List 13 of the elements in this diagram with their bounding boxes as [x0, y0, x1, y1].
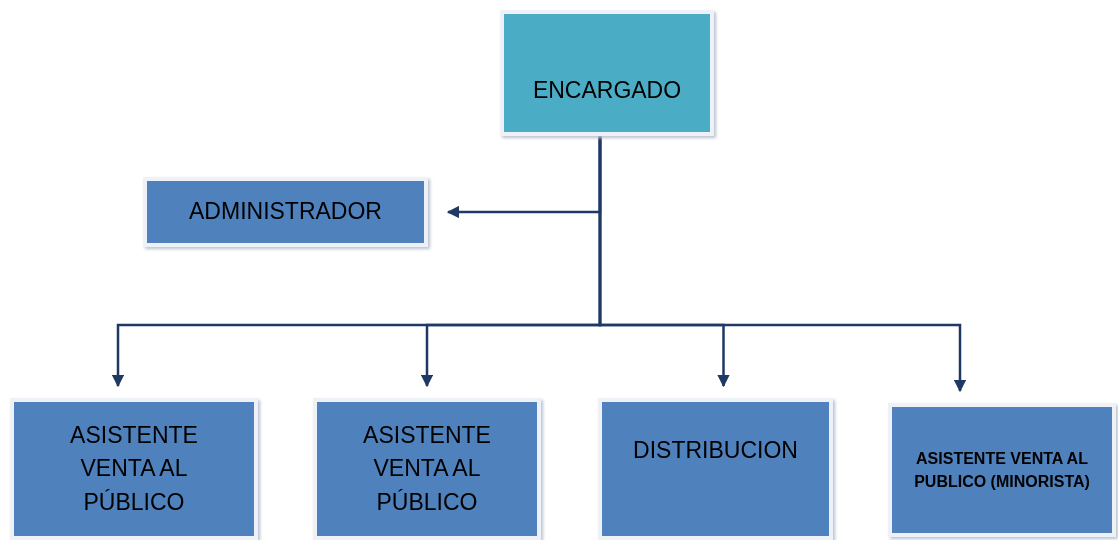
- role-title: ADMINISTRADOR: [189, 197, 382, 227]
- role-title: ASISTENTE VENTA AL PÚBLICO: [362, 421, 492, 517]
- org-box: [500, 10, 714, 136]
- org-box: [313, 398, 541, 540]
- role-title: ENCARGADO: [532, 76, 682, 106]
- org-box: [10, 398, 258, 540]
- role-title: ASISTENTE VENTA AL PÚBLICO: [69, 421, 199, 517]
- role-title: ASISTENTE VENTA AL PUBLICO (MINORISTA): [913, 448, 1091, 492]
- connector-arrow: [598, 136, 967, 393]
- org-box: [598, 398, 833, 540]
- org-box: [143, 177, 428, 247]
- org-box: [888, 403, 1116, 537]
- role-title: DISTRIBUCION: [633, 436, 798, 466]
